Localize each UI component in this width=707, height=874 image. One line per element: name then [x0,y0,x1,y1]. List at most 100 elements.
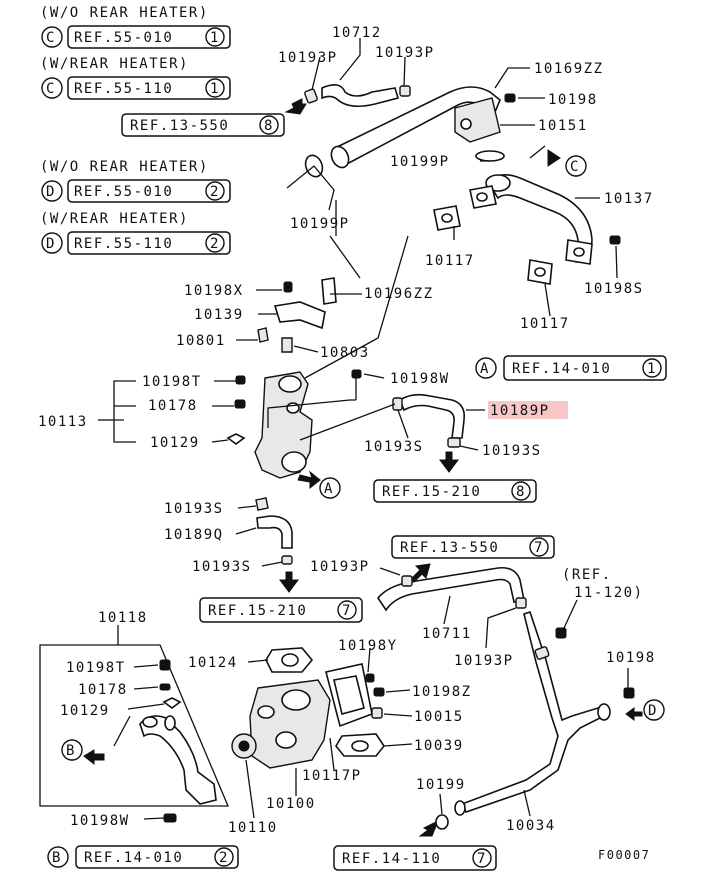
hose-10189P-drawing [299,393,466,448]
label-10189P[interactable]: 10189P [490,403,550,419]
label-10110: 10110 [228,820,278,836]
connector-c-2: C [41,77,63,99]
leader-lines-middle [98,235,485,567]
connector-d-2: D [41,232,63,254]
connector-c-label: C [46,81,56,97]
note-ref-11-120-line1: (REF. [562,567,612,583]
label-10198Z: 10198Z [412,684,472,700]
arrow-to-ref-14-110-7 [418,821,437,837]
inset-10118-frame [39,625,229,807]
thermostat-housing-10113-drawing [226,369,362,511]
connector-d-1: D [41,180,63,202]
label-10198W: 10198W [390,371,450,387]
bracket-assembly-drawing [257,277,337,353]
ref-55-110-1-box[interactable]: REF.55-110 1 [67,76,231,100]
arrow-to-ref-13-550-7 [411,563,431,583]
label-10193S-mid: 10193S [164,501,224,517]
ref-13-550-8-label: REF.13-550 [130,118,229,134]
inset-parts-drawing [113,659,217,823]
ref-13-550-8-box[interactable]: REF.13-550 8 [121,113,285,137]
connector-c-1: C [41,26,63,48]
label-10198S: 10198S [584,281,644,297]
connector-a-ref: A [475,357,497,379]
ref-14-110-7-box[interactable]: REF.14-110 7 [333,845,497,871]
label-10199P-left: 10199P [290,216,350,232]
label-10034: 10034 [506,818,556,834]
note-w-rear-heater-d: (W/REAR HEATER) [40,211,189,227]
note-wo-rear-heater-c: (W/O REAR HEATER) [40,5,209,21]
label-10137: 10137 [604,191,654,207]
ref-55-010-1-num: 1 [210,30,220,46]
leader-lines-lower-center [245,647,413,819]
note-wo-rear-heater-d: (W/O REAR HEATER) [40,159,209,175]
label-10198Y: 10198Y [338,638,398,654]
connector-a-arrow: A [297,470,341,499]
connector-a-ref-label: A [480,361,490,377]
ref-55-110-2-label: REF.55-110 [74,236,173,252]
label-10801: 10801 [176,333,226,349]
ref-13-550-7-box[interactable]: REF.13-550 7 [391,535,555,559]
connector-d-arrow: D [625,699,665,721]
ref-14-010-2-box[interactable]: REF.14-010 2 [75,845,239,869]
ref-55-010-1-box[interactable]: REF.55-010 1 [67,25,231,49]
leader-lines-lower-right [379,567,629,817]
label-10139: 10139 [194,307,244,323]
ref-14-010-1-box[interactable]: REF.14-010 1 [503,355,667,381]
note-w-rear-heater-c: (W/REAR HEATER) [40,56,189,72]
label-10199: 10199 [416,777,466,793]
ref-55-110-1-label: REF.55-110 [74,81,173,97]
ref-15-210-7-num: 7 [342,603,352,619]
label-10198T: 10198T [142,374,202,390]
label-10198X: 10198X [184,283,244,299]
label-10712: 10712 [332,25,382,41]
ref-14-010-1-label: REF.14-010 [512,361,611,377]
label-10193P-low2: 10193P [454,653,514,669]
label-10129: 10129 [150,435,200,451]
label-10193P-b: 10193P [375,45,435,61]
arrow-to-ref-13-550-8 [284,98,307,115]
connector-d-label: D [46,236,56,252]
label-10117-a: 10117 [425,253,475,269]
ref-14-010-1-num: 1 [647,361,657,377]
ref-14-110-7-num: 7 [477,851,487,867]
ref-55-010-2-label: REF.55-010 [74,184,173,200]
label-10039: 10039 [414,738,464,754]
note-ref-11-120-line2: 11-120) [574,585,644,601]
ref-15-210-7-box[interactable]: REF.15-210 7 [199,597,363,623]
ref-55-010-2-box[interactable]: REF.55-010 2 [67,179,231,203]
label-10198-top: 10198 [548,92,598,108]
ref-55-110-2-box[interactable]: REF.55-110 2 [67,231,231,255]
label-10118: 10118 [98,610,148,626]
connector-d-label: D [46,184,56,200]
label-10178: 10178 [148,398,198,414]
arrow-to-ref-15-210-7 [279,571,299,593]
ref-13-550-7-num: 7 [534,540,544,556]
arrow-to-ref-15-210-8 [439,451,459,473]
water-pump-drawing [231,647,385,769]
label-10193P-low: 10193P [310,559,370,575]
hose-10711-drawing [377,566,527,612]
figure-id: F00007 [598,848,650,862]
label-10193S-right: 10193S [364,439,424,455]
ref-13-550-7-label: REF.13-550 [400,540,499,556]
label-10199P-right: 10199P [390,154,450,170]
label-10198-right: 10198 [606,650,656,666]
ref-14-010-2-num: 2 [219,850,229,866]
highlight-10189P [488,401,568,419]
label-10113: 10113 [38,414,88,430]
label-10178-b: 10178 [78,682,128,698]
label-10100: 10100 [266,796,316,812]
connector-c-right-label: C [570,159,580,175]
connector-d-right-label: D [648,703,658,719]
ref-55-010-1-label: REF.55-010 [74,30,173,46]
ref-15-210-8-box[interactable]: REF.15-210 8 [373,479,537,503]
connector-a-mid-label: A [324,481,334,497]
label-10198W-b: 10198W [70,813,130,829]
label-10169ZZ: 10169ZZ [534,61,604,77]
ref-55-010-2-num: 2 [210,184,220,200]
ref-14-110-7-label: REF.14-110 [342,851,441,867]
label-10803: 10803 [320,345,370,361]
connector-b-bottom: B [47,846,69,868]
label-10711: 10711 [422,626,472,642]
connector-b-arrow: B [61,739,105,766]
